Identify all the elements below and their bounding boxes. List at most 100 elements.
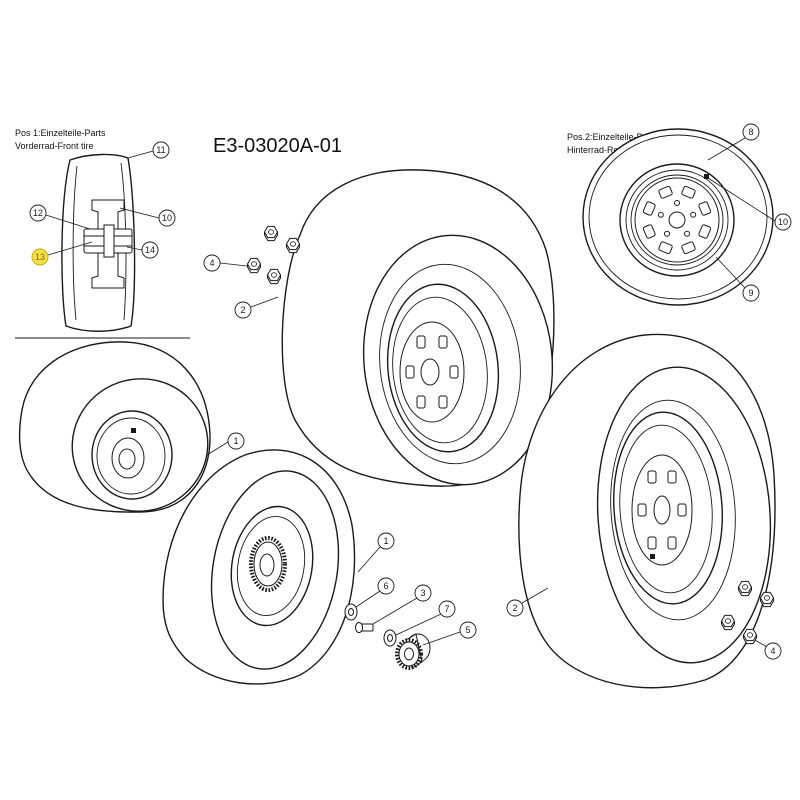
lug-nut [743, 628, 757, 645]
rear-tire-right [518, 333, 776, 689]
hub-slot [647, 470, 657, 484]
callout-rear-rim[interactable]: 9 [742, 284, 760, 302]
callout-washer[interactable]: 6 [377, 577, 395, 595]
hub-slot [449, 365, 459, 379]
callout-rear-tire[interactable]: 8 [742, 123, 760, 141]
callout-rim[interactable]: 12 [29, 204, 47, 222]
callout-label: 9 [748, 288, 753, 298]
callout-front-wheel-left[interactable]: 1 [227, 432, 245, 450]
hub-slot [667, 536, 677, 550]
front-inset-subheading: Vorderrad-Front tire [15, 141, 94, 151]
bushing-gear-teeth [395, 638, 423, 670]
lug-nut [760, 591, 774, 608]
sidewall-bead [610, 399, 736, 621]
hub-slot [698, 201, 712, 216]
valve-stem [650, 554, 655, 559]
hub-slot [637, 503, 647, 517]
callout-label: 14 [145, 245, 155, 255]
washer-hole [348, 608, 354, 616]
hub-slot [658, 185, 673, 199]
leader-line [422, 631, 461, 646]
leader-line [250, 296, 279, 308]
callout-label: 6 [383, 581, 388, 591]
callout-label: 10 [778, 217, 788, 227]
hub-slot [698, 224, 712, 239]
callout-lug-nut-upper[interactable]: 4 [203, 254, 221, 272]
callout-hub[interactable]: 14 [141, 241, 159, 259]
leader-line [206, 441, 229, 456]
rear-inset-heading: Pos.2:Einzelteile-Parts [567, 132, 658, 142]
callout-rear-valve[interactable]: 10 [774, 213, 792, 231]
hub-slot [438, 395, 448, 409]
callout-label: 1 [233, 436, 238, 446]
rim-ring [625, 169, 729, 271]
tread-line [588, 134, 768, 300]
leader-line [521, 587, 549, 604]
hub-slot [647, 536, 657, 550]
hub-slot [677, 503, 687, 517]
bearing-core [103, 224, 115, 258]
leader-line [707, 177, 776, 222]
callout-lug-nut-lower[interactable]: 4 [764, 642, 782, 660]
callout-label: 2 [512, 603, 517, 613]
hub-slot [642, 201, 656, 216]
lug-nut [738, 580, 752, 597]
callout-label: 8 [748, 127, 753, 137]
hub-center [118, 448, 136, 470]
callout-label: 1 [383, 536, 388, 546]
rim-inner [96, 417, 166, 495]
callout-front-wheel-lower[interactable]: 1 [377, 532, 395, 550]
sidewall-line-left [72, 165, 78, 321]
callout-label: 12 [33, 208, 43, 218]
callout-gear-bushing[interactable]: 5 [459, 621, 477, 639]
callout-bolt[interactable]: 3 [414, 584, 432, 602]
leader-line [754, 639, 768, 648]
lug-nut [247, 257, 261, 274]
rear-tire-upper [281, 169, 555, 487]
leader-line [707, 137, 746, 161]
callout-tire[interactable]: 11 [152, 141, 170, 159]
callout-label: 10 [162, 213, 172, 223]
front-tire-lower [162, 449, 356, 685]
leader-line [355, 590, 381, 608]
leader-line [47, 241, 93, 256]
bolt-head [355, 622, 363, 633]
front-inset-heading: Pos 1:Einzelteile-Parts [15, 128, 106, 138]
callout-spacer-washer[interactable]: 7 [438, 600, 456, 618]
leader-line [372, 597, 418, 625]
leader-line [127, 150, 154, 159]
callout-label: 4 [770, 646, 775, 656]
leader-line [45, 214, 91, 230]
front-tire-inset: Pos 1:Einzelteile-Parts Vorderrad-Front … [15, 128, 190, 339]
bolt-part [355, 622, 374, 633]
valve-stem [704, 174, 709, 179]
hub-center [420, 358, 440, 386]
lug-nut [721, 614, 735, 631]
callout-label: 2 [240, 305, 245, 315]
bolt-hole [657, 211, 664, 218]
leader-line [126, 246, 143, 251]
hub-center [653, 495, 671, 525]
sidewall-bead [379, 263, 521, 465]
callout-valve[interactable]: 10 [158, 209, 176, 227]
front-tire-profile [61, 153, 136, 332]
bolt-hole [664, 230, 670, 237]
rear-inset-subheading: Hinterrad-Rear tire [567, 145, 642, 155]
leader-line [715, 256, 746, 289]
callout-rear-wheel-upper[interactable]: 2 [234, 301, 252, 319]
washer-part [344, 603, 358, 621]
bushing-bore [404, 647, 414, 661]
hub-slot [667, 470, 677, 484]
rim-inner [619, 424, 713, 594]
hub-center [259, 553, 275, 577]
callout-rear-wheel-right[interactable]: 2 [506, 599, 524, 617]
hub-slot [438, 335, 448, 349]
lug-nut [264, 225, 278, 242]
callout-bearing-highlighted[interactable]: 13 [31, 248, 49, 266]
callout-label: 3 [420, 588, 425, 598]
washer-hole [387, 634, 393, 642]
rear-tire-inset: Pos.2:Einzelteile-Parts Hinterrad-Rear t… [567, 123, 792, 306]
gear-bushing-part [395, 633, 431, 670]
